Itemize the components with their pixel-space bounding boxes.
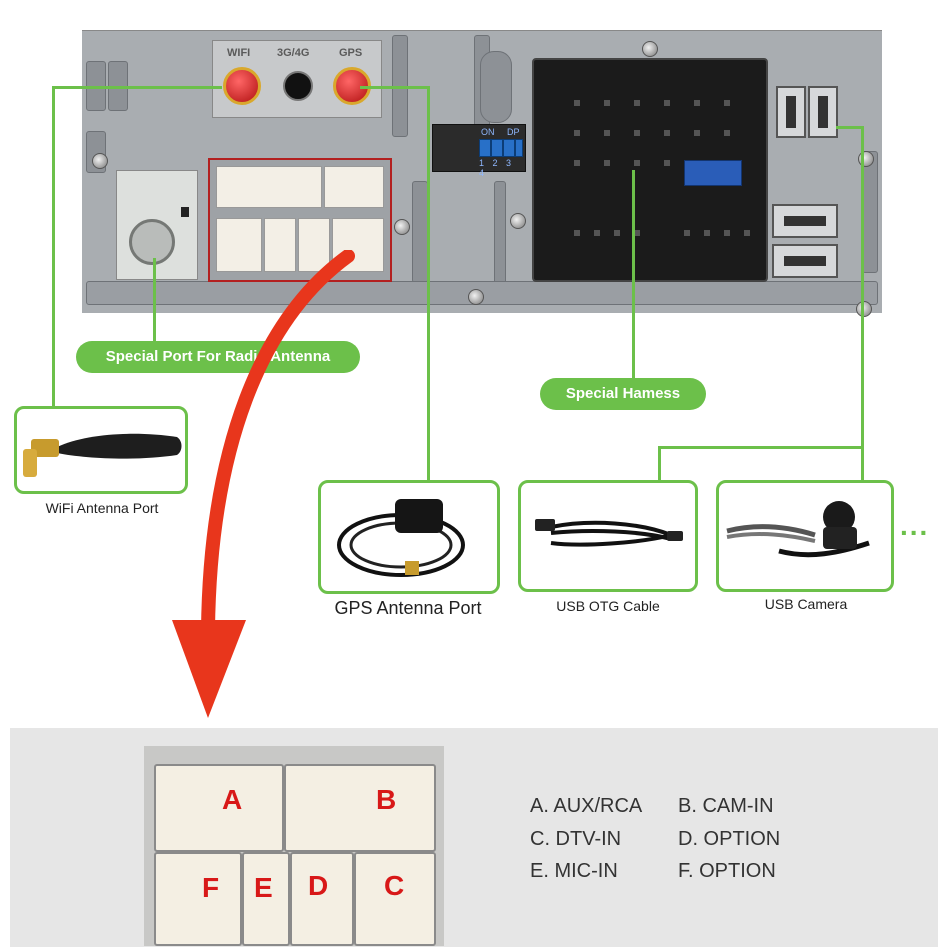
wifi-antenna-frame	[14, 406, 188, 494]
radio-antenna-callout: Special Port For Radio Antenna	[76, 341, 360, 373]
letter-b: B	[376, 784, 397, 815]
connector-photo: A B F E D C	[144, 746, 444, 946]
connector-a	[154, 764, 284, 852]
usb-camera-frame	[716, 480, 894, 592]
wifi-antenna-caption: WiFi Antenna Port	[45, 500, 159, 516]
leader-line	[658, 446, 864, 449]
legend-f: F. OPTION	[678, 860, 776, 882]
aux-connector-group	[208, 158, 392, 282]
connector-block	[324, 166, 384, 208]
wifi-antenna-icon	[23, 433, 182, 477]
connector-f	[154, 852, 242, 946]
screw-icon	[92, 153, 108, 169]
dip-switch-2	[491, 139, 503, 157]
screw-icon	[642, 41, 658, 57]
dip-switch: ON DP 1 2 3 4	[432, 124, 526, 178]
leader-line	[658, 446, 661, 480]
panel-fin	[412, 181, 428, 283]
legend-a: A. AUX/RCA	[530, 795, 643, 817]
mobile-connector-hole	[283, 71, 313, 101]
leader-line	[360, 86, 430, 89]
usb-port	[772, 244, 838, 278]
usb-port	[772, 204, 838, 238]
gps-antenna-frame	[318, 480, 500, 594]
dip-switch-4	[515, 139, 523, 157]
connector-block	[332, 218, 384, 272]
harness-callout: Special Hamess	[540, 378, 706, 410]
screw-icon	[394, 219, 410, 235]
leader-line	[153, 258, 156, 344]
usb-camera-icon	[726, 501, 870, 558]
legend-c: C. DTV-IN	[530, 828, 622, 850]
usb-otg-cable-icon	[535, 519, 683, 547]
letter-e: E	[254, 872, 273, 903]
gps-antenna-caption: GPS Antenna Port	[334, 598, 482, 618]
connector-d	[290, 852, 354, 946]
screw-icon	[856, 301, 872, 317]
dip-on-label: ON	[481, 127, 495, 137]
screw-icon	[510, 213, 526, 229]
connector-b	[284, 764, 436, 852]
letter-d: D	[308, 870, 329, 901]
connector-block	[216, 166, 322, 208]
panel-fin	[862, 151, 878, 273]
letter-c: C	[384, 870, 405, 901]
leader-line	[52, 86, 222, 89]
connector-block	[216, 218, 262, 272]
dip-number-labels: 1 2 3 4	[479, 158, 515, 178]
legend-b: B. CAM-IN	[678, 795, 774, 817]
connector-block	[264, 218, 296, 272]
usb-otg-caption: USB OTG Cable	[556, 598, 660, 614]
usb-port	[808, 86, 838, 138]
legend-d: D. OPTION	[678, 828, 781, 850]
dip-dp-label: DP	[507, 127, 520, 137]
leader-line	[861, 126, 864, 480]
leader-line	[836, 126, 864, 129]
wifi-sma-connector	[223, 67, 261, 105]
radio-antenna-port	[116, 170, 198, 280]
wifi-connector-label: WIFI	[227, 47, 251, 59]
dip-switch-1	[479, 139, 491, 157]
letter-f: F	[202, 872, 220, 903]
panel-fin	[480, 51, 512, 123]
screw-icon	[468, 289, 484, 305]
usb-camera-caption: USB Camera	[764, 596, 848, 612]
antenna-connector-block: WIFI 3G/4G GPS	[212, 40, 382, 118]
dip-switch-3	[503, 139, 515, 157]
down-arrow-icon	[172, 250, 355, 718]
legend-e: E. MIC-IN	[530, 860, 618, 882]
leader-line	[52, 86, 55, 406]
radio-antenna-socket	[129, 219, 175, 265]
gps-antenna-icon	[337, 499, 465, 577]
leader-line	[632, 170, 635, 378]
main-harness-connector	[532, 58, 768, 282]
gps-connector-label: GPS	[339, 47, 363, 59]
harness-blue-clip	[684, 160, 742, 186]
more-indicator: ...	[900, 510, 930, 541]
usb-port	[776, 86, 806, 138]
connector-block	[298, 218, 330, 272]
leader-line	[427, 86, 430, 482]
mobile-connector-label: 3G/4G	[277, 47, 310, 59]
usb-otg-frame	[518, 480, 698, 592]
port-tab	[181, 207, 189, 217]
connector-c	[354, 852, 436, 946]
connector-e	[242, 852, 290, 946]
letter-a: A	[222, 784, 243, 815]
